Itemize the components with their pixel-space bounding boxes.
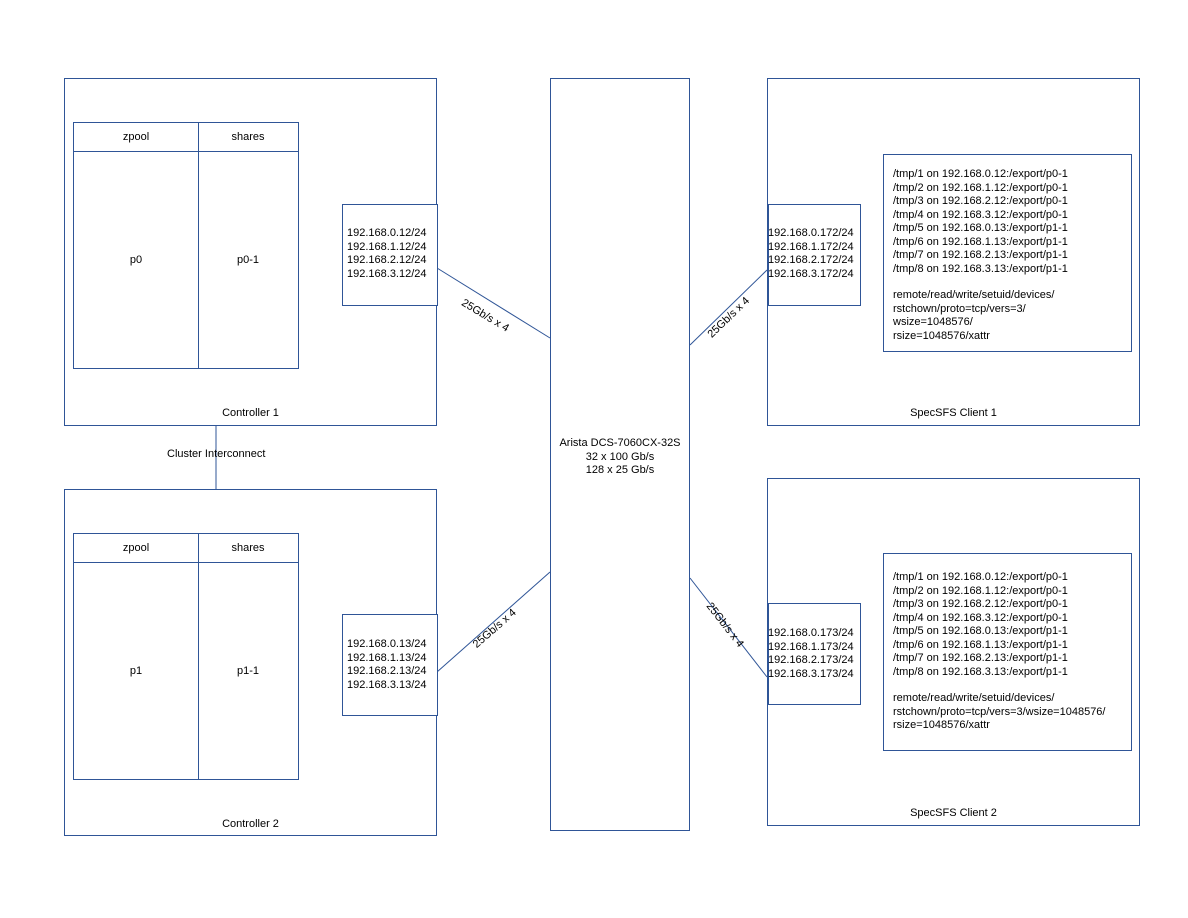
- controller1-ip: 192.168.1.12/24: [347, 240, 427, 253]
- client2-mount-list: /tmp/1 on 192.168.0.12:/export/p0-1 /tmp…: [893, 571, 1106, 733]
- switch-label: Arista DCS-7060CX-32S 32 x 100 Gb/s 128 …: [551, 437, 689, 478]
- controller2-ip: 192.168.3.13/24: [347, 678, 427, 691]
- controller2-ip-list: 192.168.0.13/24 192.168.1.13/24 192.168.…: [347, 638, 427, 692]
- controller2-ip: 192.168.2.13/24: [347, 665, 427, 677]
- client1-box: 192.168.0.172/24 192.168.1.172/24 192.16…: [767, 78, 1140, 426]
- client1-mount-list: /tmp/1 on 192.168.0.12:/export/p0-1 /tmp…: [893, 168, 1068, 343]
- controller2-box: zpool shares p1 p1-1 192.168.0.13/24 192…: [64, 489, 438, 836]
- client2-option: rstchown/proto=tcp/vers=3/wsize=1048576/: [893, 705, 1106, 718]
- client1-ip: 192.168.1.172/24: [768, 240, 854, 253]
- client1-nic-box: 192.168.0.172/24 192.168.1.172/24 192.16…: [768, 204, 861, 306]
- client1-ip: 192.168.0.172/24: [768, 227, 854, 239]
- controller2-nic-box: 192.168.0.13/24 192.168.1.13/24 192.168.…: [342, 614, 438, 716]
- client1-mount: /tmp/3 on 192.168.2.12:/export/p0-1: [893, 195, 1068, 207]
- client2-ip: 192.168.1.173/24: [768, 640, 854, 653]
- link-controller1-switch: [436, 267, 551, 339]
- controller1-pool-name: p0: [129, 254, 143, 266]
- switch-ports-100: 32 x 100 Gb/s: [585, 450, 655, 463]
- client1-mount: /tmp/7 on 192.168.2.13:/export/p1-1: [893, 249, 1068, 261]
- client1-option: wsize=1048576/: [893, 316, 973, 328]
- controller1-ip-list: 192.168.0.12/24 192.168.1.12/24 192.168.…: [347, 227, 427, 281]
- controller2-share-name: p1-1: [236, 665, 260, 677]
- client1-label: SpecSFS Client 1: [910, 407, 997, 419]
- client2-ip: 192.168.2.173/24: [768, 654, 854, 666]
- client2-option: rsize=1048576/xattr: [893, 719, 990, 731]
- link-switch-client1: [689, 269, 768, 346]
- client2-box: 192.168.0.173/24 192.168.1.173/24 192.16…: [767, 478, 1140, 826]
- controller2-ip: 192.168.0.13/24: [347, 638, 427, 650]
- client1-mount: /tmp/1 on 192.168.0.12:/export/p0-1: [893, 168, 1068, 180]
- controller2-label: Controller 2: [222, 818, 279, 830]
- link-controller2-switch: [436, 571, 551, 673]
- client1-mount: /tmp/8 on 192.168.3.13:/export/p1-1: [893, 262, 1068, 275]
- controller1-zpool-header: zpool: [74, 123, 198, 152]
- controller2-ip: 192.168.1.13/24: [347, 651, 427, 664]
- client2-option: remote/read/write/setuid/devices/: [893, 692, 1055, 704]
- client2-label: SpecSFS Client 2: [910, 807, 997, 819]
- controller1-shares-header: shares: [198, 123, 298, 152]
- controller1-pool-table: zpool shares p0 p0-1: [73, 122, 299, 369]
- client2-ip: 192.168.3.173/24: [768, 667, 854, 680]
- client1-mount: /tmp/5 on 192.168.0.13:/export/p1-1: [893, 222, 1068, 234]
- client1-mount: /tmp/6 on 192.168.1.13:/export/p1-1: [893, 235, 1068, 248]
- client2-mount: /tmp/4 on 192.168.3.12:/export/p0-1: [893, 611, 1068, 624]
- controller1-ip: 192.168.3.12/24: [347, 267, 427, 280]
- controller2-pool-table: zpool shares p1 p1-1: [73, 533, 299, 780]
- client1-option: rsize=1048576/xattr: [893, 329, 990, 342]
- controller1-share-name: p0-1: [236, 254, 260, 266]
- client2-mount: /tmp/6 on 192.168.1.13:/export/p1-1: [893, 638, 1068, 651]
- controller1-pool-divider: [198, 123, 199, 368]
- client2-mount-box: /tmp/1 on 192.168.0.12:/export/p0-1 /tmp…: [883, 553, 1132, 751]
- controller2-shares-header: shares: [198, 534, 298, 563]
- controller1-ip: 192.168.0.12/24: [347, 227, 427, 239]
- controller2-zpool-header: zpool: [74, 534, 198, 563]
- client1-ip: 192.168.2.172/24: [768, 254, 854, 266]
- client1-mount: /tmp/2 on 192.168.1.12:/export/p0-1: [893, 181, 1068, 194]
- cluster-interconnect-label: Cluster Interconnect: [167, 448, 266, 460]
- client1-mount: /tmp/4 on 192.168.3.12:/export/p0-1: [893, 208, 1068, 221]
- controller1-nic-box: 192.168.0.12/24 192.168.1.12/24 192.168.…: [342, 204, 438, 306]
- client2-mount: /tmp/2 on 192.168.1.12:/export/p0-1: [893, 584, 1068, 597]
- client2-mount: /tmp/1 on 192.168.0.12:/export/p0-1: [893, 571, 1068, 583]
- switch-ports-25: 128 x 25 Gb/s: [585, 464, 655, 476]
- client2-mount: /tmp/3 on 192.168.2.12:/export/p0-1: [893, 598, 1068, 610]
- client1-option: remote/read/write/setuid/devices/: [893, 289, 1055, 301]
- controller1-box: zpool shares p0 p0-1 192.168.0.12/24 192…: [64, 78, 438, 426]
- client2-mount: /tmp/7 on 192.168.2.13:/export/p1-1: [893, 652, 1068, 664]
- client1-ip: 192.168.3.172/24: [768, 267, 854, 280]
- link-switch-client2: [689, 577, 768, 678]
- controller1-ip: 192.168.2.12/24: [347, 254, 427, 266]
- client2-ip: 192.168.0.173/24: [768, 627, 854, 639]
- client1-mount-box: /tmp/1 on 192.168.0.12:/export/p0-1 /tmp…: [883, 154, 1132, 352]
- client2-mount: /tmp/5 on 192.168.0.13:/export/p1-1: [893, 625, 1068, 637]
- client1-option: rstchown/proto=tcp/vers=3/: [893, 302, 1026, 315]
- switch-box: Arista DCS-7060CX-32S 32 x 100 Gb/s 128 …: [550, 78, 690, 831]
- client2-mount: /tmp/8 on 192.168.3.13:/export/p1-1: [893, 665, 1068, 678]
- controller2-pool-name: p1: [129, 665, 143, 677]
- client2-ip-list: 192.168.0.173/24 192.168.1.173/24 192.16…: [768, 627, 854, 681]
- client1-ip-list: 192.168.0.172/24 192.168.1.172/24 192.16…: [768, 227, 854, 281]
- client2-nic-box: 192.168.0.173/24 192.168.1.173/24 192.16…: [768, 603, 861, 705]
- switch-name: Arista DCS-7060CX-32S: [559, 437, 681, 449]
- controller1-label: Controller 1: [222, 407, 279, 419]
- controller2-pool-divider: [198, 534, 199, 779]
